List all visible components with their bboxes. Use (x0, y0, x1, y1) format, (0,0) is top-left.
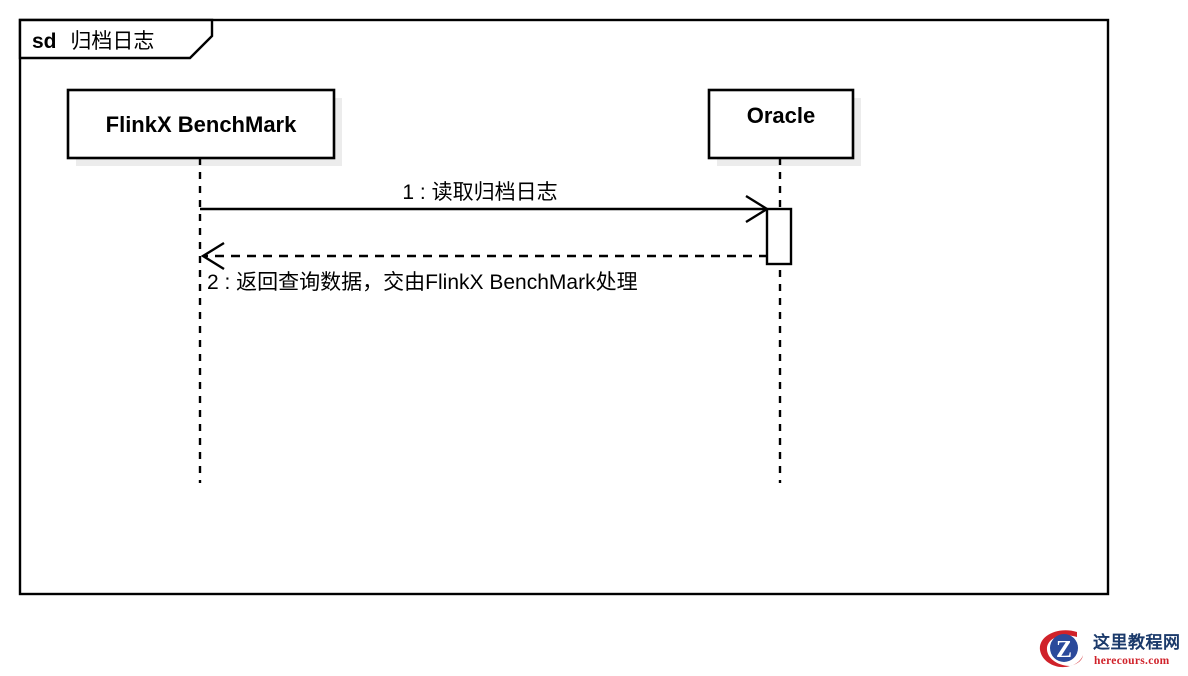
message-1-arrowhead (745, 194, 770, 224)
frame-kind-keyword: sd (32, 30, 57, 53)
sequence-frame-border (18, 18, 1110, 596)
watermark-monogram: Z (1056, 637, 1072, 663)
lifeline-oracle[interactable]: Oracle (707, 88, 861, 483)
watermark-circle (1050, 634, 1078, 662)
message-2[interactable]: 2 : 返回查询数据，交由FlinkX BenchMark处理 (200, 241, 768, 294)
watermark-brand-cn: 这里教程网 (1093, 632, 1181, 652)
watermark-brand-en: herecours.com (1094, 655, 1170, 667)
message-1-label: 1 : 读取归档日志 (402, 181, 557, 204)
frame-tab-shape (18, 18, 214, 60)
watermark-logo: Z 这里教程网 herecours.com (1039, 630, 1181, 668)
message-2-label: 2 : 返回查询数据，交由FlinkX BenchMark处理 (207, 271, 638, 294)
watermark-swoosh-tail (1070, 654, 1083, 666)
message-2-arrowhead (200, 241, 225, 271)
flinkx-head-label: FlinkX BenchMark (106, 112, 297, 137)
oracle-head-label: Oracle (747, 103, 816, 128)
frame-tab-label: sd 归档日志 (32, 30, 154, 53)
watermark-swoosh (1039, 630, 1077, 668)
message-1[interactable]: 1 : 读取归档日志 (200, 181, 770, 224)
frame-title-text: 归档日志 (70, 30, 154, 53)
lifeline-flinkx[interactable]: FlinkX BenchMark (66, 88, 342, 483)
oracle-activation-bar[interactable] (765, 207, 793, 266)
